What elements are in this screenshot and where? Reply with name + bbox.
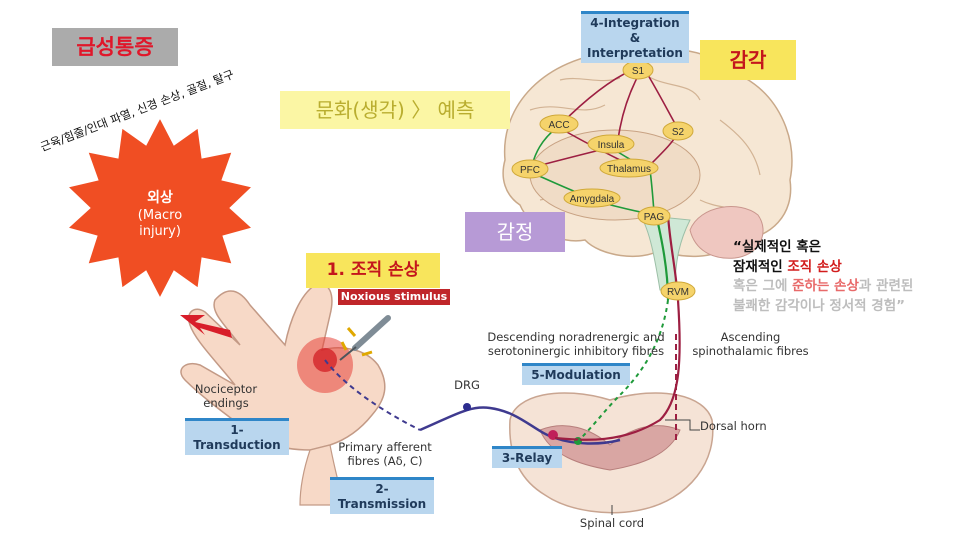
definition-line2: 잠재적인 조직 손상: [733, 258, 963, 278]
definition-line4: 불쾌한 감각이나 정서적 경험”: [733, 297, 906, 314]
brain-node-thalamus: Thalamus: [599, 158, 659, 178]
page-title: [52, 28, 178, 66]
pain-definition: “실제적인 혹은 잠재적인 조직 손상 혹은 그에 준하는 손상과 관련된 불쾌…: [733, 238, 963, 316]
trauma-title: 외상: [147, 190, 173, 206]
definition-line3-post: 과 관련된: [858, 278, 914, 295]
stage-integration: 4-Integration & Interpretation: [581, 11, 689, 63]
definition-line3: 혹은 그에 준하는 손상과 관련된: [733, 277, 963, 297]
definition-line3-pre: 혹은 그에: [733, 278, 793, 295]
svg-text:S2: S2: [672, 127, 685, 138]
spinal-cord-label: Spinal cord: [579, 516, 645, 530]
brain-node-rvm: RVM: [660, 281, 696, 301]
noxious-stimulus-label: Noxious stimulus: [338, 289, 450, 305]
ascending-line1: Ascending: [720, 330, 781, 344]
definition-highlight-equivalent: 준하는 손상: [792, 278, 859, 295]
trauma-sub2: injury): [139, 223, 181, 239]
sensation-box: 감각: [700, 40, 796, 80]
spinal-cord-illustration: [509, 392, 714, 514]
svg-text:PAG: PAG: [644, 212, 665, 223]
brain-node-s1: S1: [622, 60, 654, 80]
culture-prediction-box: 문화(생각) 〉 예측: [280, 91, 510, 129]
drg-label: DRG: [454, 378, 480, 392]
afferent-line1: Primary afferent: [338, 440, 432, 454]
motion-arrow-icon: [180, 315, 232, 338]
brain-node-pag: PAG: [637, 206, 671, 226]
definition-line2-pre: 잠재적인: [733, 258, 788, 275]
definition-highlight-tissue: 조직 손상: [787, 258, 842, 275]
svg-text:Thalamus: Thalamus: [607, 164, 651, 175]
brain-node-insula: Insula: [587, 134, 635, 154]
stage-transmission: 2-Transmission: [330, 477, 434, 514]
trauma-burst-shape: [66, 116, 254, 300]
tissue-damage-box: 1. 조직 손상: [306, 253, 440, 288]
nociceptor-label: Nociceptor endings: [186, 382, 266, 411]
ascending-line2: spinothalamic fibres: [692, 344, 809, 359]
needle-icon: [339, 315, 391, 361]
stage-integration-line2: Interpretation: [587, 46, 683, 60]
brain-node-amygdala: Amygdala: [563, 188, 621, 208]
svg-text:PFC: PFC: [520, 165, 540, 176]
nociceptor-line2: endings: [203, 396, 249, 411]
svg-text:Amygdala: Amygdala: [570, 194, 615, 205]
stage-transduction: 1-Transduction: [185, 418, 289, 455]
descending-fibres-label: Descending noradrenergic and serotoniner…: [486, 330, 666, 359]
stage-relay: 3-Relay: [492, 446, 562, 468]
definition-line1: “실제적인 혹은: [733, 239, 822, 255]
descending-line1: Descending noradrenergic and: [487, 330, 665, 344]
svg-text:Insula: Insula: [598, 140, 625, 151]
afferent-label: Primary afferent fibres (Aδ, C): [330, 440, 440, 469]
descending-line2: serotoninergic inhibitory fibres: [487, 344, 665, 359]
svg-text:ACC: ACC: [548, 120, 569, 131]
stage-modulation: 5-Modulation: [522, 363, 630, 385]
brain-node-acc: ACC: [539, 114, 579, 134]
svg-text:S1: S1: [632, 66, 645, 77]
svg-text:RVM: RVM: [667, 287, 689, 298]
brain-node-pfc: PFC: [511, 159, 549, 179]
page-title-text: 급성통증: [76, 35, 154, 59]
ascending-fibres-label: Ascending spinothalamic fibres: [688, 330, 813, 359]
brain-node-s2: S2: [662, 121, 694, 141]
trauma-sub1: (Macro: [137, 207, 183, 223]
stage-integration-line1: 4-Integration &: [590, 16, 680, 45]
emotion-box: 감정: [465, 212, 565, 252]
dorsal-horn-label: Dorsal horn: [700, 419, 767, 433]
trauma-burst-label: 외상 (Macro injury): [100, 190, 220, 240]
afferent-line2: fibres (Aδ, C): [347, 454, 423, 469]
nociceptor-line1: Nociceptor: [194, 382, 258, 396]
